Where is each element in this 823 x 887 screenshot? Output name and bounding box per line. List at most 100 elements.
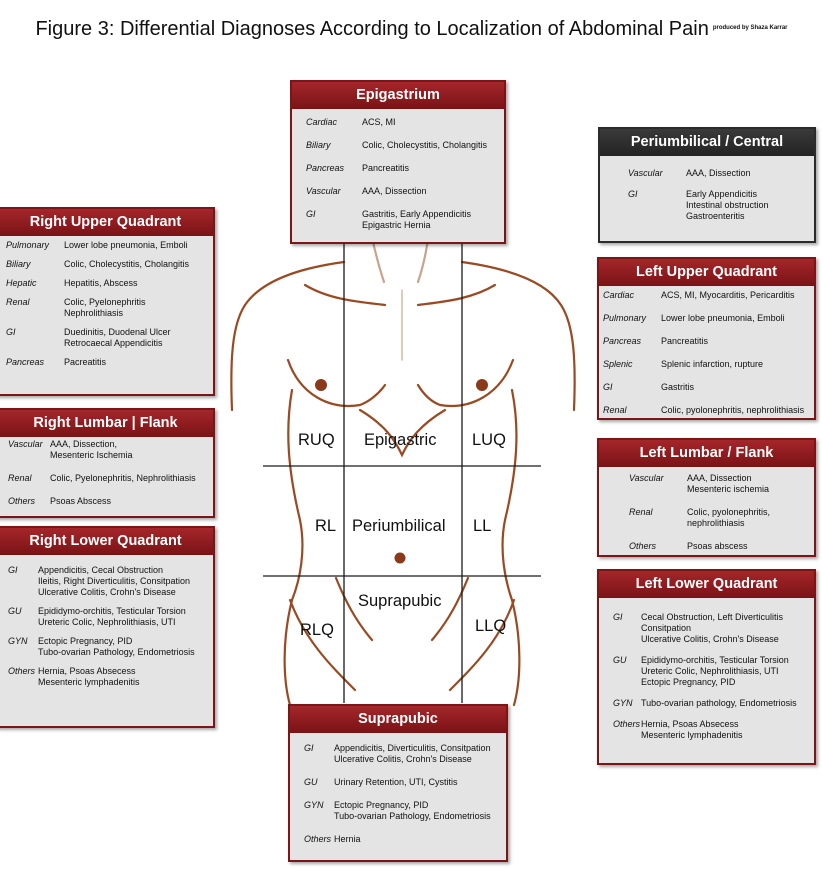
neck-right-line <box>416 236 430 284</box>
diagnosis-row: Renal Colic, pyolonephritis, nephrolithia… <box>599 507 814 529</box>
system-label: Splenic <box>603 359 633 369</box>
diagnosis-row: GI Gastritis <box>599 382 814 393</box>
diagnosis-text: Ectopic Pregnancy, PID Tubo-ovarian Path… <box>334 800 491 821</box>
system-label: GI <box>8 565 18 575</box>
diagnosis-text: AAA, Dissection <box>362 186 427 196</box>
system-label: Vascular <box>306 186 341 196</box>
diagnosis-text: Epididymo-orchitis, Testicular Torsion U… <box>38 606 186 627</box>
system-label: Cardiac <box>306 117 338 127</box>
system-label: Renal <box>629 507 653 517</box>
region-label-periumbilical: Periumbilical <box>352 517 446 535</box>
right-hip-line <box>430 576 470 642</box>
system-label: Pancreas <box>306 163 345 173</box>
box-title: Right Upper Quadrant <box>0 209 213 236</box>
diagnosis-text: Hepatitis, Abscess <box>64 278 138 288</box>
system-label: Others <box>8 666 36 676</box>
diagnosis-text: Hernia, Psoas Absecess Mesenteric lympha… <box>641 719 743 740</box>
rib-cage <box>358 408 447 458</box>
system-label: Others <box>8 496 36 506</box>
box-title: Periumbilical / Central <box>600 129 814 156</box>
diagnosis-text: ACS, MI <box>362 117 396 127</box>
figure-title: Figure 3: Differential Diagnoses Accordi… <box>0 18 823 41</box>
diagnosis-text: Pancreatitis <box>661 336 709 346</box>
diagnosis-text: Pacreatitis <box>64 357 107 367</box>
box-title: Left Lumbar / Flank <box>599 440 814 467</box>
diagnosis-row: GI Cecal Obstruction, Left Diverticulitis… <box>599 612 814 645</box>
diagnosis-row: Pulmonary Lower lobe pneumonia, Emboli <box>0 240 213 251</box>
diagnosis-row: Pancreas Pancreatitis <box>292 163 504 174</box>
system-label: GI <box>306 209 316 219</box>
left-shoulder-line <box>230 260 346 412</box>
credit-text: produced by Shaza Karrar <box>712 25 788 31</box>
left-flank <box>287 388 304 602</box>
left-nipple <box>315 379 327 391</box>
diagnosis-text: Epididymo-orchitis, Testicular Torsion U… <box>641 655 789 687</box>
diagnosis-text: Gastritis <box>661 382 695 392</box>
system-label: GU <box>304 777 318 787</box>
diagnosis-row: GI Early Appendicitis Intestinal obstruct… <box>600 189 814 222</box>
region-label-suprapubic: Suprapubic <box>358 592 442 610</box>
left-hip-line <box>334 576 374 642</box>
diagnosis-text: Early Appendicitis Intestinal obstructio… <box>686 189 769 221</box>
diagnosis-row: Cardiac ACS, MI <box>292 117 504 128</box>
region-label-llq: LLQ <box>475 617 507 635</box>
system-label: Cardiac <box>603 290 635 300</box>
diagnosis-text: Pancreatitis <box>362 163 410 173</box>
system-label: Biliary <box>6 259 31 269</box>
diagnosis-text: Colic, pyolonephritis, nephrolithiasis <box>661 405 805 415</box>
right-inguinal <box>448 598 516 692</box>
left-leg-line <box>283 598 294 707</box>
diagnosis-row: Biliary Colic, Cholecystitis, Cholangitis <box>0 259 213 270</box>
region-label-ll: LL <box>473 517 492 535</box>
diagnosis-text: Cecal Obstruction, Left Diverticulitis C… <box>641 612 784 644</box>
system-label: GI <box>603 382 613 392</box>
system-label: Others <box>629 541 657 551</box>
system-label: GYN <box>8 636 28 646</box>
system-label: Biliary <box>306 140 331 150</box>
diagnosis-row: GU Epididymo-orchitis, Testicular Torsion… <box>0 606 213 628</box>
diagnosis-list: GI Cecal Obstruction, Left Diverticulitis… <box>599 598 814 741</box>
system-label: GI <box>6 327 16 337</box>
diagnosis-text: Ectopic Pregnancy, PID Tubo-ovarian Path… <box>38 636 195 657</box>
diagnosis-text: Colic, Cholecystitis, Cholangitis <box>64 259 190 269</box>
right-nipple <box>476 379 488 391</box>
box-title: Left Upper Quadrant <box>599 259 814 286</box>
system-label: GI <box>613 612 623 622</box>
diagnosis-text: Lower lobe pneumonia, Emboli <box>64 240 188 250</box>
diagnosis-text: AAA, Dissection Mesenteric ischemia <box>687 473 770 494</box>
system-label: Others <box>304 834 332 844</box>
navel <box>394 552 406 564</box>
system-label: Pulmonary <box>6 240 50 250</box>
diagnosis-text: Colic, pyolonephritis, nephrolithiasis <box>687 507 771 528</box>
box-title: Right Lower Quadrant <box>0 528 213 555</box>
system-label: GI <box>628 189 638 199</box>
diagnosis-text: Urinary Retention, UTI, Cystitis <box>334 777 458 787</box>
right-flank <box>501 388 518 602</box>
region-label-luq: LUQ <box>472 431 506 449</box>
system-label: GU <box>8 606 22 616</box>
